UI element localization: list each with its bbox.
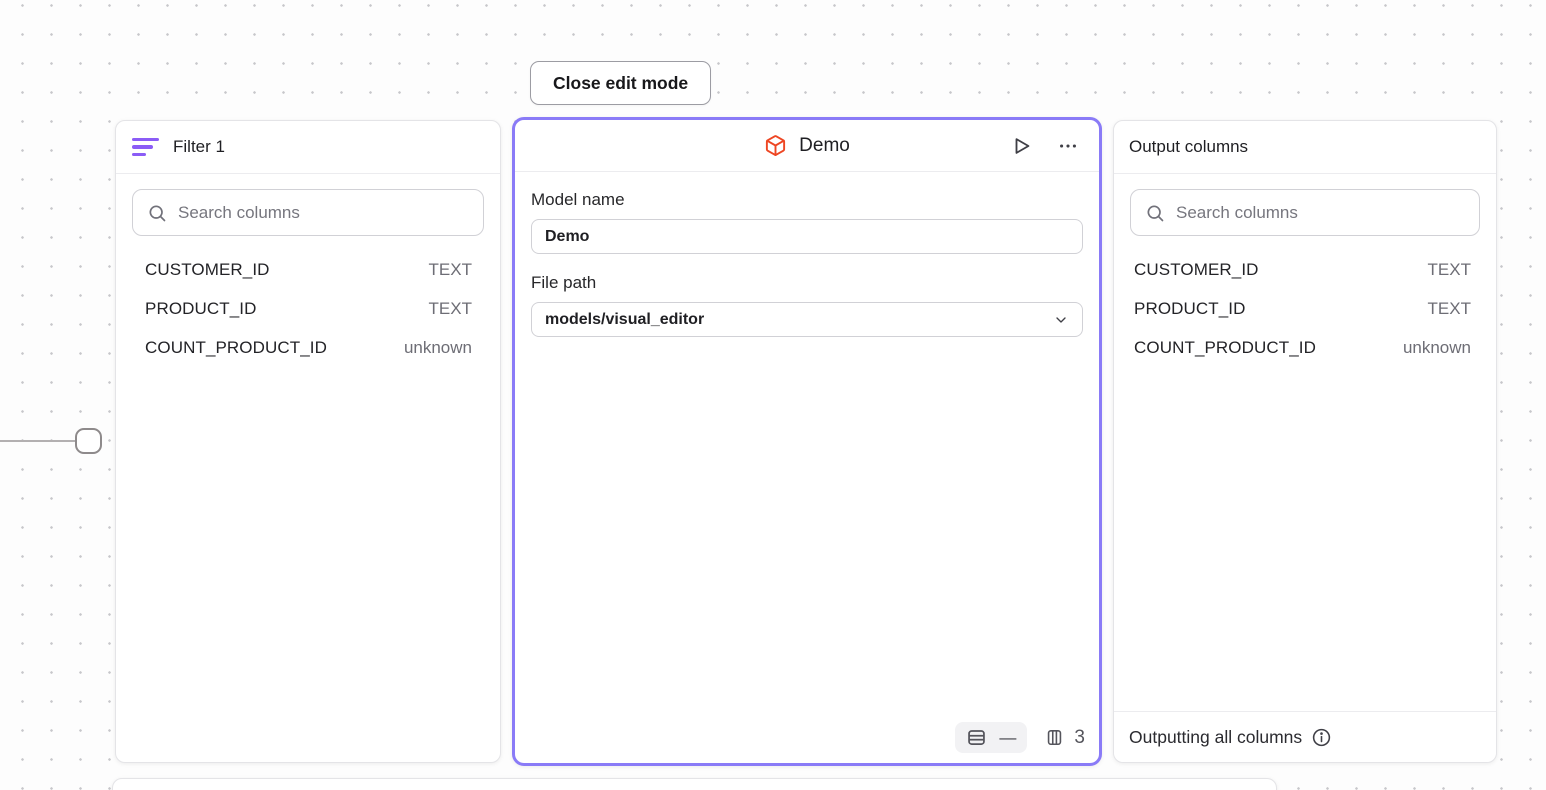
rows-icon	[966, 727, 987, 748]
file-path-value: models/visual_editor	[545, 310, 705, 328]
model-panel-header: Demo	[515, 120, 1099, 172]
output-footer: Outputting all columns	[1114, 711, 1496, 762]
output-panel-title: Output columns	[1129, 137, 1249, 156]
column-type: unknown	[403, 337, 472, 357]
filter-node-panel[interactable]: Filter 1 CUSTOMER_ID TEXT PRODUCT_ID TEX…	[115, 120, 501, 763]
output-column-list: CUSTOMER_ID TEXT PRODUCT_ID TEXT COUNT_P…	[1114, 242, 1496, 367]
output-footer-text: Outputting all columns	[1129, 726, 1303, 747]
column-type: TEXT	[1427, 298, 1471, 318]
output-columns-panel[interactable]: Output columns CUSTOMER_ID TEXT PRODUCT_…	[1113, 120, 1497, 763]
model-name-input[interactable]	[531, 219, 1083, 254]
row-count-pill[interactable]: —	[955, 722, 1028, 753]
ellipsis-icon	[1057, 135, 1079, 157]
filter-icon	[132, 137, 159, 157]
filter-column-list: CUSTOMER_ID TEXT PRODUCT_ID TEXT COUNT_P…	[116, 242, 500, 367]
filter-panel-title: Filter 1	[173, 137, 225, 156]
search-icon	[1145, 203, 1165, 223]
column-type: unknown	[1402, 337, 1471, 357]
file-path-select[interactable]: models/visual_editor	[531, 302, 1083, 337]
output-search-box[interactable]	[1130, 189, 1480, 236]
column-row[interactable]: COUNT_PRODUCT_ID unknown	[1114, 328, 1496, 367]
column-type: TEXT	[1427, 259, 1471, 279]
model-node-panel[interactable]: Demo Model name File path	[512, 117, 1102, 766]
close-edit-mode-button[interactable]: Close edit mode	[530, 61, 712, 105]
output-panel-header: Output columns	[1114, 121, 1496, 174]
column-row[interactable]: PRODUCT_ID TEXT	[116, 289, 500, 328]
column-count-group[interactable]: 3	[1045, 727, 1085, 749]
column-name: PRODUCT_ID	[1134, 298, 1246, 318]
run-model-button[interactable]	[1009, 133, 1035, 159]
bottom-node-panel[interactable]	[112, 778, 1277, 790]
model-cube-icon	[764, 134, 787, 157]
file-path-label: File path	[531, 273, 597, 292]
play-icon	[1011, 135, 1033, 157]
column-count-value: 3	[1074, 726, 1085, 748]
connector-edge	[0, 440, 76, 442]
column-type: TEXT	[428, 259, 472, 279]
column-row[interactable]: PRODUCT_ID TEXT	[1114, 289, 1496, 328]
row-count-value: —	[999, 727, 1017, 747]
column-row[interactable]: CUSTOMER_ID TEXT	[1114, 250, 1496, 289]
model-panel-title: Demo	[799, 134, 850, 156]
filter-panel-header: Filter 1	[116, 121, 500, 174]
column-name: COUNT_PRODUCT_ID	[1134, 337, 1317, 357]
info-icon[interactable]	[1311, 727, 1332, 748]
column-row[interactable]: CUSTOMER_ID TEXT	[116, 250, 500, 289]
column-name: COUNT_PRODUCT_ID	[145, 337, 328, 357]
output-search-input[interactable]	[1176, 202, 1465, 223]
filter-search-input[interactable]	[178, 202, 469, 223]
chevron-down-icon	[1053, 312, 1069, 328]
model-name-label: Model name	[531, 190, 625, 209]
model-menu-button[interactable]	[1055, 133, 1081, 159]
connector-handle[interactable]	[75, 428, 102, 454]
search-icon	[147, 203, 167, 223]
column-name: CUSTOMER_ID	[145, 259, 270, 279]
column-name: CUSTOMER_ID	[1134, 259, 1259, 279]
columns-icon	[1045, 727, 1064, 748]
column-name: PRODUCT_ID	[145, 298, 257, 318]
filter-search-box[interactable]	[132, 189, 484, 236]
column-type: TEXT	[428, 298, 472, 318]
column-row[interactable]: COUNT_PRODUCT_ID unknown	[116, 328, 500, 367]
